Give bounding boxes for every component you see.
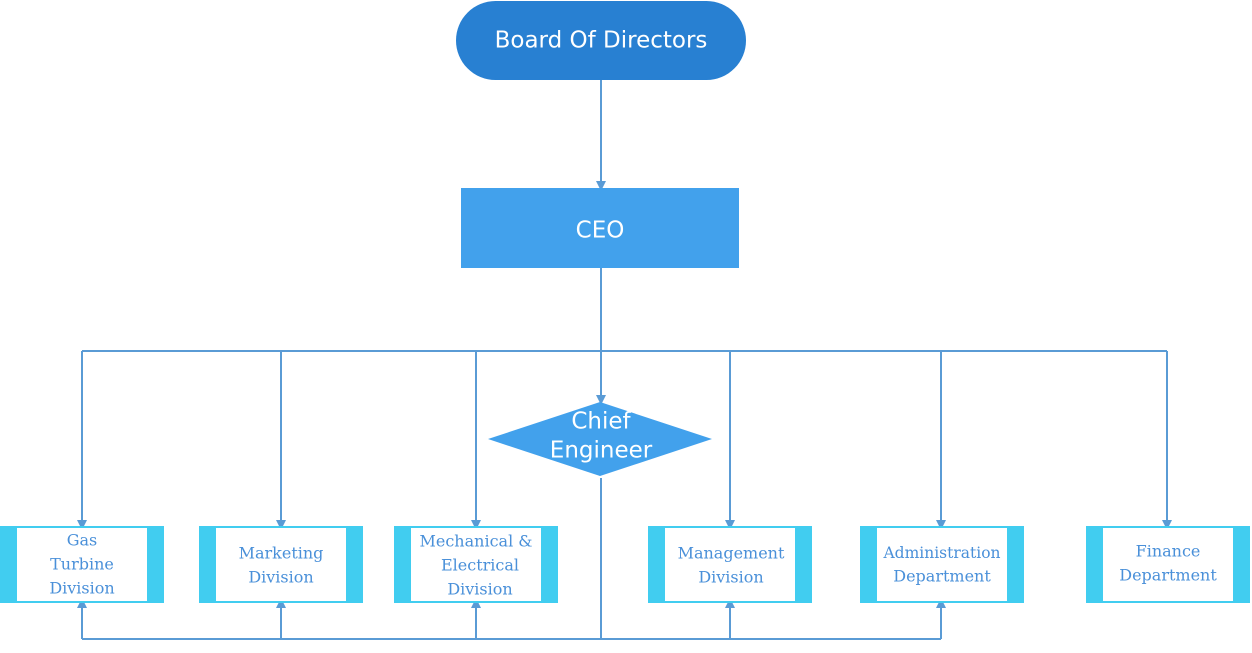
department-inner: [216, 528, 346, 601]
chief-engineer-label-line-2: Engineer: [550, 438, 653, 464]
department-finance[interactable]: Finance Department: [1086, 526, 1250, 603]
department-inner: [17, 528, 147, 601]
board-shape: [456, 1, 746, 80]
ceo-shape: [461, 188, 739, 268]
ceo-label: CEO: [576, 218, 625, 244]
department-inner: [877, 528, 1007, 601]
department-label-line: Management: [678, 544, 785, 563]
board-label: Board Of Directors: [495, 28, 708, 54]
department-mechanical-electrical[interactable]: Mechanical & Electrical Division: [394, 526, 558, 603]
department-label-line: Turbine: [50, 555, 114, 574]
department-label-line: Division: [698, 568, 763, 587]
connectors: [77, 80, 1172, 640]
department-label-line: Department: [1119, 566, 1217, 585]
department-label-line: Finance: [1136, 542, 1201, 561]
department-label-line: Gas: [67, 531, 98, 550]
chief-engineer-shape: [488, 402, 712, 476]
department-administration[interactable]: Administration Department: [860, 526, 1024, 603]
department-marketing[interactable]: Marketing Division: [199, 526, 363, 603]
chief-engineer-label-line-1: Chief: [571, 409, 631, 435]
department-label-line: Division: [49, 579, 114, 598]
ceo-node[interactable]: CEO: [461, 188, 739, 268]
department-inner: [411, 528, 541, 601]
department-inner: [1103, 528, 1233, 601]
department-label-line: Division: [248, 568, 313, 587]
chief-engineer-node[interactable]: Chief Engineer: [488, 402, 712, 476]
department-label-line: Electrical: [441, 556, 519, 575]
department-label-line: Mechanical &: [419, 532, 532, 551]
department-label-line: Administration: [882, 544, 1000, 562]
department-label-line: Department: [893, 567, 991, 586]
department-inner: [665, 528, 795, 601]
department-gas-turbine[interactable]: Gas Turbine Division: [0, 526, 164, 603]
board-node[interactable]: Board Of Directors: [456, 1, 746, 80]
department-label-line: Marketing: [239, 544, 324, 563]
department-label-line: Division: [447, 580, 512, 599]
department-management[interactable]: Management Division: [648, 526, 812, 603]
